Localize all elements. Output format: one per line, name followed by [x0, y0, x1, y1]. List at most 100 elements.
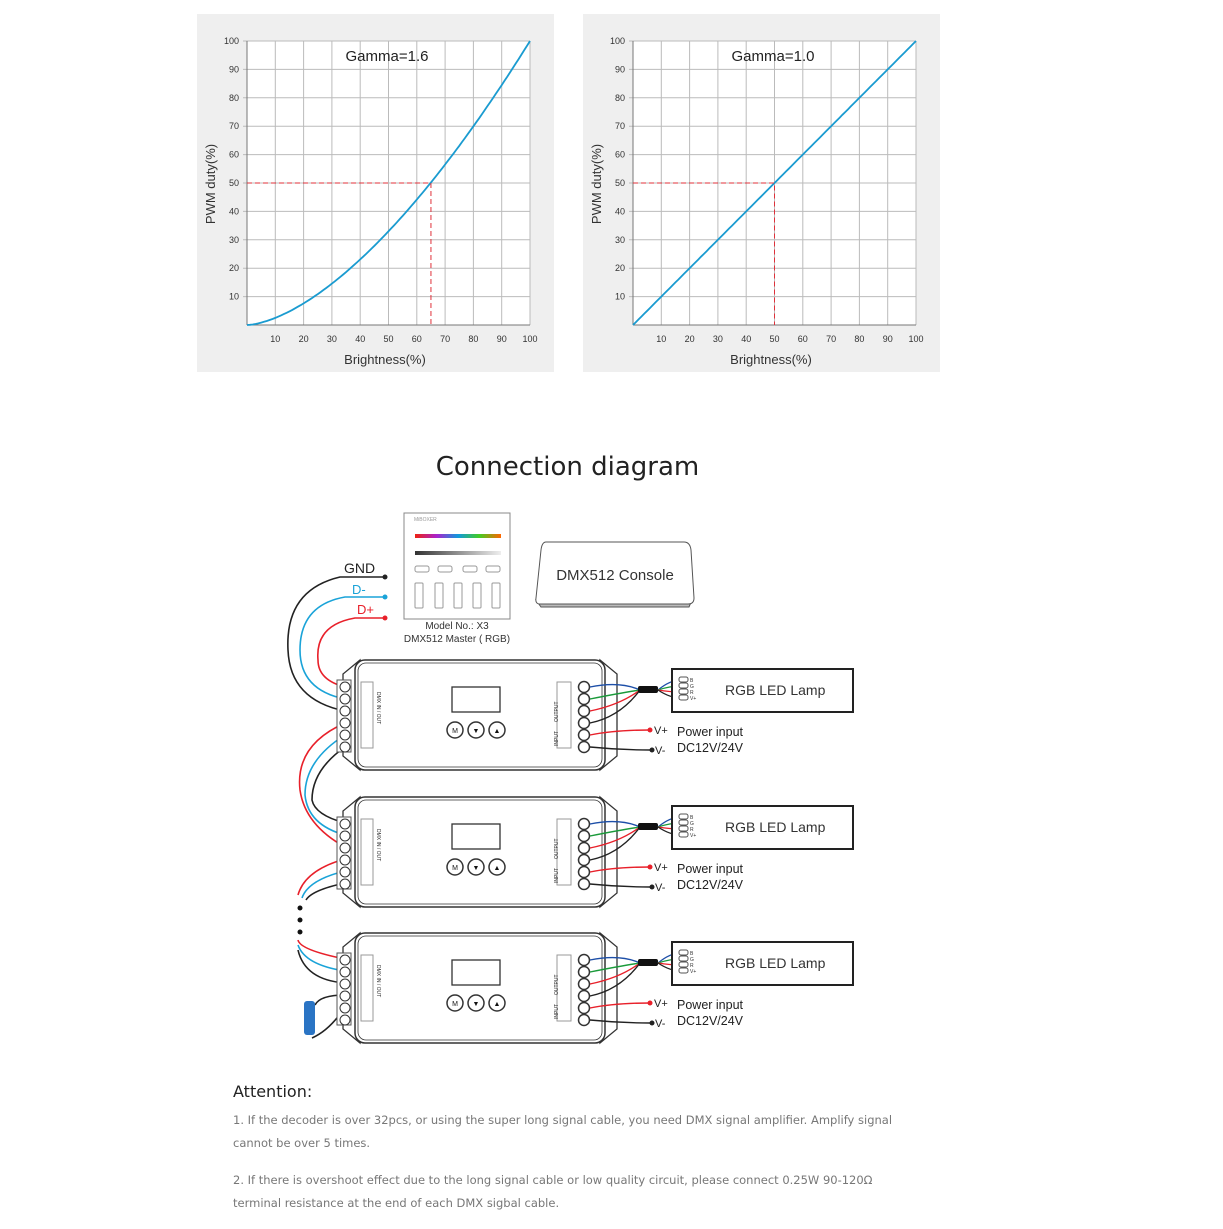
- y-tick-label: 90: [229, 64, 239, 74]
- button-down[interactable]: ▼: [467, 721, 485, 739]
- color-slider: [415, 534, 501, 538]
- display-screen: [451, 686, 501, 713]
- lamp-pin-label: V+: [690, 833, 696, 839]
- button-down[interactable]: ▼: [467, 858, 485, 876]
- lamp-pin-label: B: [690, 951, 694, 957]
- d-plus-label: D+: [357, 602, 374, 617]
- connection-diagram-title: Connection diagram: [435, 452, 700, 482]
- button-up[interactable]: ▲: [488, 721, 506, 739]
- y-tick-label: 100: [610, 36, 625, 46]
- x-tick-label: 90: [883, 334, 893, 344]
- lamp-pin-label: G: [690, 957, 694, 963]
- button-label: ▼: [473, 865, 480, 872]
- lamp-pin-label: B: [690, 678, 694, 684]
- button-label: M: [452, 865, 458, 872]
- dmx-in-out-label: DMX IN / OUT: [375, 829, 381, 861]
- y-tick-label: 100: [224, 36, 239, 46]
- dmx-terminal: [339, 878, 351, 890]
- x-tick-label: 20: [299, 334, 309, 344]
- decoder-body: [354, 796, 606, 908]
- output-label: OUTPUT: [554, 701, 560, 722]
- y-tick-label: 10: [615, 292, 625, 302]
- power-input-label: Power input: [677, 862, 744, 876]
- y-tick-label: 40: [615, 206, 625, 216]
- guide-line: [633, 182, 775, 325]
- dmx-terminal: [339, 741, 351, 753]
- input-label: INPUT: [554, 1004, 560, 1019]
- x-tick-label: 70: [826, 334, 836, 344]
- v-minus-label: V-: [655, 1018, 666, 1030]
- output-terminal: [577, 817, 591, 831]
- terminal-resistor-icon: [304, 1001, 315, 1035]
- attention-section: Attention: 1. If the decoder is over 32p…: [233, 1082, 893, 1229]
- y-axis-label: PWM duty(%): [589, 144, 604, 224]
- dmx-terminal: [339, 842, 351, 854]
- v-plus-label: V+: [654, 725, 668, 737]
- dmx-terminal: [339, 693, 351, 705]
- button-label: M: [452, 1001, 458, 1008]
- dmx-terminal: [339, 830, 351, 842]
- x-tick-label: 80: [468, 334, 478, 344]
- button-label: ▲: [494, 865, 501, 872]
- gnd-label: GND: [344, 560, 375, 576]
- dmx-terminal: [339, 1014, 351, 1026]
- display-screen: [451, 959, 501, 986]
- button-label: M: [452, 728, 458, 735]
- x-tick-label: 10: [270, 334, 280, 344]
- y-axis-label: PWM duty(%): [203, 144, 218, 224]
- attention-item-2: 2. If there is overshoot effect due to t…: [233, 1173, 873, 1210]
- master-name: DMX512 Master ( RGB): [404, 634, 510, 645]
- v-plus-label: V+: [654, 998, 668, 1010]
- button-menu[interactable]: M: [446, 721, 464, 739]
- lamp-label: RGB LED Lamp: [725, 955, 826, 971]
- lamp-label: RGB LED Lamp: [725, 819, 826, 835]
- x-tick-label: 100: [522, 334, 537, 344]
- y-tick-label: 80: [229, 93, 239, 103]
- x-tick-label: 80: [854, 334, 864, 344]
- button-label: ▼: [473, 1001, 480, 1008]
- decoder-body: [354, 932, 606, 1044]
- x-tick-label: 30: [713, 334, 723, 344]
- button-down[interactable]: ▼: [467, 994, 485, 1012]
- y-tick-label: 20: [615, 263, 625, 273]
- y-tick-label: 60: [229, 150, 239, 160]
- voltage-label: DC12V/24V: [677, 741, 744, 755]
- output-terminal: [577, 853, 591, 867]
- gamma-curve: [246, 40, 531, 326]
- chart-title: Gamma=1.0: [732, 48, 815, 65]
- brand-logo: MiBOXER: [414, 517, 437, 523]
- output-label: OUTPUT: [554, 838, 560, 859]
- y-tick-label: 40: [229, 206, 239, 216]
- button-menu[interactable]: M: [446, 994, 464, 1012]
- d-minus-label: D-: [352, 582, 366, 597]
- button-label: ▲: [494, 1001, 501, 1008]
- y-tick-label: 50: [229, 178, 239, 188]
- y-tick-label: 80: [615, 93, 625, 103]
- y-tick-label: 70: [615, 121, 625, 131]
- y-tick-label: 30: [615, 235, 625, 245]
- y-tick-label: 10: [229, 292, 239, 302]
- rgb-led-lamp: [671, 805, 854, 850]
- dmx-terminal: [339, 729, 351, 741]
- x-tick-label: 20: [685, 334, 695, 344]
- v-plus-label: V+: [654, 862, 668, 874]
- console-label: DMX512 Console: [556, 567, 674, 584]
- output-terminal: [577, 877, 591, 891]
- output-terminal: [577, 989, 591, 1003]
- output-terminal: [577, 692, 591, 706]
- output-terminal: [577, 829, 591, 843]
- button-menu[interactable]: M: [446, 858, 464, 876]
- dmx-terminal: [339, 1002, 351, 1014]
- button-up[interactable]: ▲: [488, 858, 506, 876]
- dmx-terminal: [339, 854, 351, 866]
- voltage-label: DC12V/24V: [677, 878, 744, 892]
- x-tick-label: 40: [741, 334, 751, 344]
- x-tick-label: 40: [355, 334, 365, 344]
- dmx-terminal: [339, 818, 351, 830]
- dmx-terminal: [339, 717, 351, 729]
- master-model: Model No.: X3: [425, 621, 489, 632]
- button-up[interactable]: ▲: [488, 994, 506, 1012]
